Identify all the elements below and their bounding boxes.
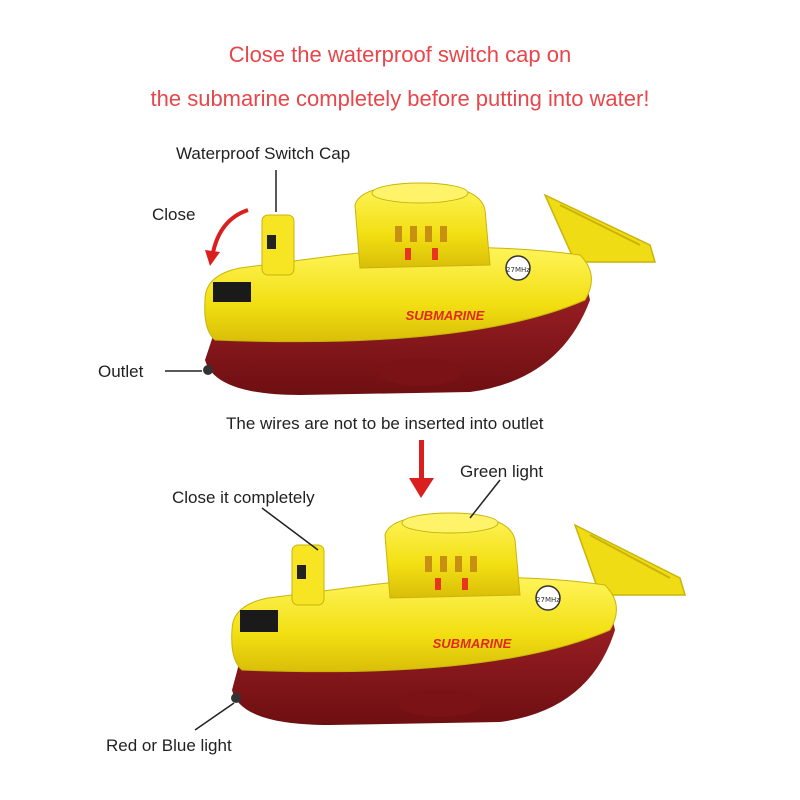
close-arrow — [210, 208, 249, 259]
warning-label: The wires are not to be inserted into ou… — [226, 414, 544, 433]
down-arrow — [419, 440, 424, 482]
green-light-label: Green light — [460, 462, 544, 481]
close-completely-label: Close it completely — [172, 488, 315, 507]
headline-line-1: Close the waterproof switch cap on — [228, 42, 572, 67]
keel-shape — [378, 358, 462, 386]
red-blue-light-label: Red or Blue light — [106, 736, 232, 755]
top-submarine: 27MHz SUBMARINE — [203, 182, 657, 395]
top-hull-text: SUBMARINE — [406, 308, 485, 323]
bottom-hull-text: SUBMARINE — [433, 636, 512, 651]
bottom-badge-text: 27MHz — [536, 596, 560, 604]
close-label: Close — [152, 205, 196, 224]
bottom-submarine: 27MHz SUBMARINE — [231, 512, 687, 725]
outlet-label: Outlet — [98, 362, 144, 381]
cap-label: Waterproof Switch Cap — [176, 144, 351, 163]
top-badge-text: 27MHz — [506, 266, 530, 274]
outlet-port — [203, 365, 213, 375]
headline-line-2: the submarine completely before putting … — [150, 86, 650, 111]
